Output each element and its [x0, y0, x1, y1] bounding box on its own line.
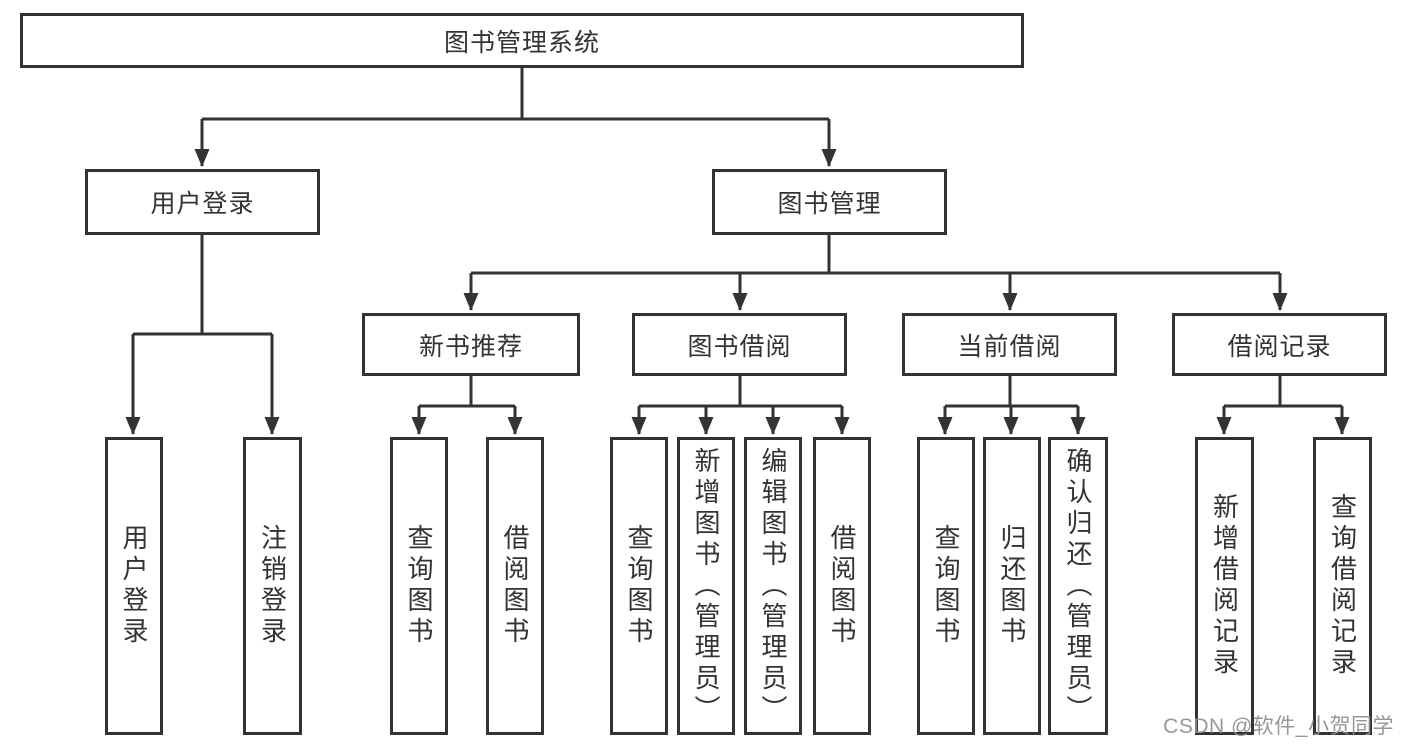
node-book-management: 图书管理 [712, 169, 947, 235]
node-new-book-recommendation: 新书推荐 [362, 313, 580, 376]
leaf-user-login: 用户登录 [105, 437, 163, 735]
leaf-recommend-borrow-books: 借阅图书 [486, 437, 544, 735]
leaf-borrowing-query-books: 查询图书 [610, 437, 668, 735]
node-label: 图书管理系统 [443, 28, 600, 57]
leaf-borrowing-edit-books-admin: 编辑图书（管理员） [744, 437, 802, 735]
node-current-borrowing: 当前借阅 [902, 313, 1117, 376]
leaf-current-query-books: 查询图书 [917, 437, 975, 735]
leaf-records-add-record: 新增借阅记录 [1195, 437, 1254, 735]
node-library-system: 图书管理系统 [20, 13, 1024, 68]
leaf-borrowing-add-books-admin: 新增图书（管理员） [677, 437, 735, 735]
node-label: 归还图书 [997, 524, 1027, 648]
leaf-current-confirm-return-admin: 确认归还（管理员） [1048, 437, 1108, 735]
node-label: 确认归还（管理员） [1063, 446, 1093, 726]
node-label: 借阅图书 [500, 524, 530, 648]
node-label: 用户登录 [119, 524, 149, 648]
leaf-user-logout: 注销登录 [243, 437, 302, 735]
node-label: 用户登录 [150, 190, 255, 218]
node-label: 查询借阅记录 [1327, 493, 1358, 679]
node-label: 当前借阅 [957, 332, 1062, 361]
node-label: 查询图书 [624, 524, 654, 648]
node-label: 注销登录 [257, 524, 288, 648]
node-label: 借阅图书 [827, 524, 857, 648]
node-label: 借阅记录 [1227, 332, 1332, 361]
node-user-login: 用户登录 [85, 169, 320, 235]
node-label: 新增图书（管理员） [691, 446, 721, 726]
leaf-borrowing-borrow-books: 借阅图书 [813, 437, 871, 735]
node-label: 新书推荐 [418, 332, 523, 361]
node-label: 编辑图书（管理员） [758, 446, 788, 726]
node-label: 查询图书 [404, 524, 434, 648]
leaf-records-query-record: 查询借阅记录 [1313, 437, 1372, 735]
node-label: 查询图书 [931, 524, 961, 648]
leaf-recommend-query-books: 查询图书 [390, 437, 448, 735]
node-label: 新增借阅记录 [1209, 493, 1240, 679]
node-label: 图书借阅 [687, 332, 792, 361]
watermark: CSDN @软件_小贺同学 [1163, 715, 1394, 738]
leaf-current-return-books: 归还图书 [983, 437, 1041, 735]
node-borrowing-records: 借阅记录 [1172, 313, 1387, 376]
node-book-borrowing: 图书借阅 [632, 313, 847, 376]
node-label: 图书管理 [777, 190, 882, 218]
